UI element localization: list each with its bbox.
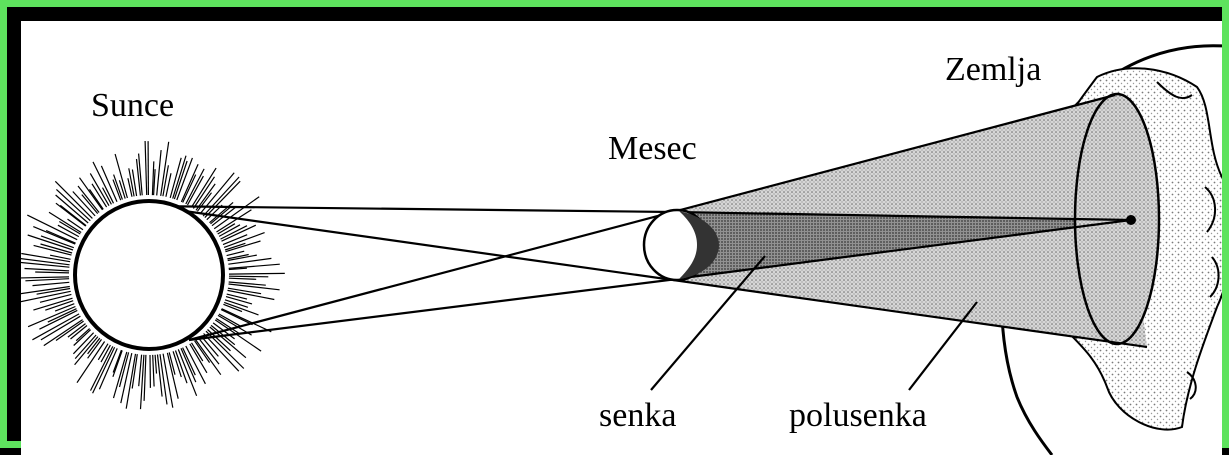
diagram-panel	[21, 21, 1222, 455]
corona-ray	[33, 282, 70, 285]
umbra-label: senka	[599, 399, 676, 433]
corona-ray	[126, 354, 135, 409]
corona-ray	[28, 235, 73, 250]
moon-label: Mesec	[608, 132, 697, 166]
sun	[21, 141, 285, 409]
corona-ray	[229, 284, 280, 290]
corona-ray	[229, 264, 280, 268]
corona-ray	[204, 334, 239, 372]
corona-ray	[227, 251, 245, 255]
corona-ray	[139, 355, 142, 387]
corona-ray	[114, 352, 127, 398]
corona-ray	[155, 355, 156, 374]
corona-ray	[221, 310, 253, 325]
corona-ray	[229, 276, 268, 277]
corona-ray	[181, 348, 196, 382]
earth-label: Zemlja	[945, 53, 1041, 87]
eclipse-diagram	[21, 21, 1222, 455]
corona-ray	[48, 309, 77, 322]
corona-ray	[55, 304, 74, 311]
corona-ray	[35, 272, 69, 273]
corona-ray	[25, 269, 70, 271]
penumbra-label: polusenka	[789, 399, 927, 433]
corona-ray	[229, 278, 256, 279]
corona-ray	[227, 294, 247, 299]
sun-disk	[75, 201, 223, 349]
corona-ray	[144, 355, 146, 401]
corona-ray	[167, 353, 178, 399]
corona-ray	[157, 150, 161, 195]
umbra-apex-dot	[1126, 215, 1136, 225]
corona-ray	[120, 352, 129, 387]
corona-ray	[145, 141, 147, 195]
corona-ray	[21, 262, 69, 267]
corona-ray	[119, 180, 125, 198]
corona-ray	[40, 294, 71, 302]
corona-ray	[153, 355, 154, 387]
corona-ray	[226, 241, 261, 252]
corona-ray	[33, 298, 72, 310]
corona-ray	[74, 330, 91, 346]
corona-ray	[229, 273, 285, 274]
corona-ray	[25, 279, 69, 281]
corona-ray	[160, 354, 167, 404]
sun-label: Sunce	[91, 89, 174, 123]
corona-ray	[21, 277, 69, 278]
corona-ray	[71, 326, 88, 340]
